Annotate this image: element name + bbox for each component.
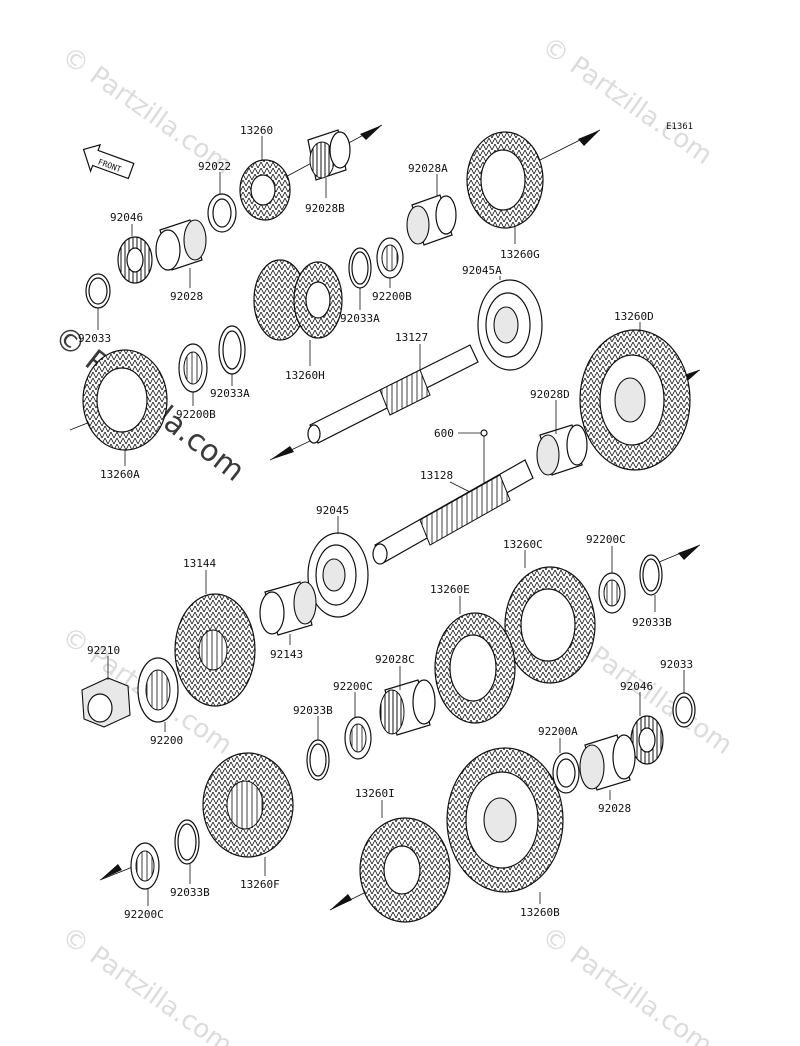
label-13127: 13127 (395, 331, 428, 344)
label-92033-top: 92033 (78, 332, 111, 345)
bushing-92028C[interactable] (379, 679, 436, 736)
label-92046-right: 92046 (620, 680, 653, 693)
collar-92143[interactable] (259, 581, 317, 636)
bushing-92028-right[interactable] (579, 734, 636, 791)
washer-92200[interactable] (137, 657, 179, 723)
gear-13260[interactable] (239, 159, 291, 221)
washer-92200A[interactable] (552, 752, 580, 794)
watermark: © Partzilla.com (536, 31, 718, 171)
label-13260A: 13260A (100, 468, 140, 481)
washer-92200B-left[interactable] (178, 343, 208, 393)
circlip-92033-top[interactable] (85, 273, 111, 309)
label-92033B-bottom: 92033B (170, 886, 210, 899)
sprocket-13144[interactable] (174, 593, 256, 707)
gear-13260G[interactable] (466, 131, 544, 229)
label-13260H: 13260H (285, 369, 325, 382)
label-92046-top: 92046 (110, 211, 143, 224)
washer-92200C-right[interactable] (598, 572, 626, 614)
label-92033B-right: 92033B (632, 616, 672, 629)
circlip-92033B-mid[interactable] (306, 739, 330, 781)
label-13260B: 13260B (520, 906, 560, 919)
label-92033-right: 92033 (660, 658, 693, 671)
label-92200B-left: 92200B (176, 408, 216, 421)
label-13260C: 13260C (503, 538, 543, 551)
circlip-92033B-right[interactable] (639, 554, 663, 596)
label-92033B-mid: 92033B (293, 704, 333, 717)
gear-13260E[interactable] (434, 612, 516, 724)
circlip-92033B-bottom[interactable] (174, 819, 200, 865)
washer-92200C-mid[interactable] (344, 716, 372, 760)
gear-13260F[interactable] (202, 752, 294, 858)
label-13260I: 13260I (355, 787, 395, 800)
label-92200C-right: 92200C (586, 533, 626, 546)
label-92143: 92143 (270, 648, 303, 661)
label-92045: 92045 (316, 504, 349, 517)
label-13260E: 13260E (430, 583, 470, 596)
label-92028-right: 92028 (598, 802, 631, 815)
shaft-13128[interactable] (372, 459, 534, 565)
label-13128: 13128 (420, 469, 453, 482)
washer-92022[interactable] (207, 193, 237, 233)
bushing-92028B[interactable] (307, 129, 351, 181)
gear-13260I[interactable] (359, 817, 451, 923)
label-92033A-top: 92033A (340, 312, 380, 325)
gear-13260H[interactable] (253, 259, 343, 341)
washer-92200C-bottom[interactable] (130, 842, 160, 890)
watermark: © Partzilla.com (56, 921, 238, 1046)
nut-92210[interactable] (81, 677, 131, 728)
gear-13260A[interactable] (82, 349, 168, 451)
label-92200C-mid: 92200C (333, 680, 373, 693)
label-92033A-left: 92033A (210, 387, 250, 400)
label-92028C: 92028C (375, 653, 415, 666)
circlip-92033A-top[interactable] (348, 247, 372, 289)
needle-bearing-92046-right[interactable] (630, 715, 664, 765)
part-labels: 13260 92022 92028B 92046 92028 92033 920… (78, 124, 693, 921)
front-arrow-icon: FRONT (82, 143, 135, 180)
bushing-92028-top[interactable] (155, 219, 207, 271)
needle-bearing-92046-top[interactable] (117, 236, 153, 284)
shaft-13127[interactable] (307, 344, 479, 444)
label-92028B: 92028B (305, 202, 345, 215)
label-92028-top: 92028 (170, 290, 203, 303)
label-92200: 92200 (150, 734, 183, 747)
gear-13260C[interactable] (504, 566, 596, 684)
washer-92200B-top[interactable] (376, 237, 404, 279)
bushing-92028A[interactable] (406, 194, 457, 246)
diagram-code: E1361 (666, 122, 693, 132)
label-92200B-top: 92200B (372, 290, 412, 303)
label-13144: 13144 (183, 557, 216, 570)
label-92028A: 92028A (408, 162, 448, 175)
label-92028D: 92028D (530, 388, 570, 401)
ball-bearing-92045A[interactable] (477, 279, 543, 371)
ball-bearing-92045[interactable] (307, 532, 369, 618)
label-92200A: 92200A (538, 725, 578, 738)
label-92045A: 92045A (462, 264, 502, 277)
gear-13260D[interactable] (579, 329, 691, 471)
gear-13260B[interactable] (446, 747, 564, 893)
label-13260F: 13260F (240, 878, 280, 891)
label-600: 600 (434, 427, 454, 440)
label-92022: 92022 (198, 160, 231, 173)
circlip-92033-right[interactable] (672, 692, 696, 728)
leader-lines (97, 136, 685, 906)
circlip-92033A-left[interactable] (218, 325, 246, 375)
watermark: © Partzilla.com (536, 921, 718, 1046)
label-13260D: 13260D (614, 310, 654, 323)
label-92210: 92210 (87, 644, 120, 657)
label-92200C-bottom: 92200C (124, 908, 164, 921)
label-13260: 13260 (240, 124, 273, 137)
label-13260G: 13260G (500, 248, 540, 261)
bushing-92028D[interactable] (536, 424, 588, 476)
